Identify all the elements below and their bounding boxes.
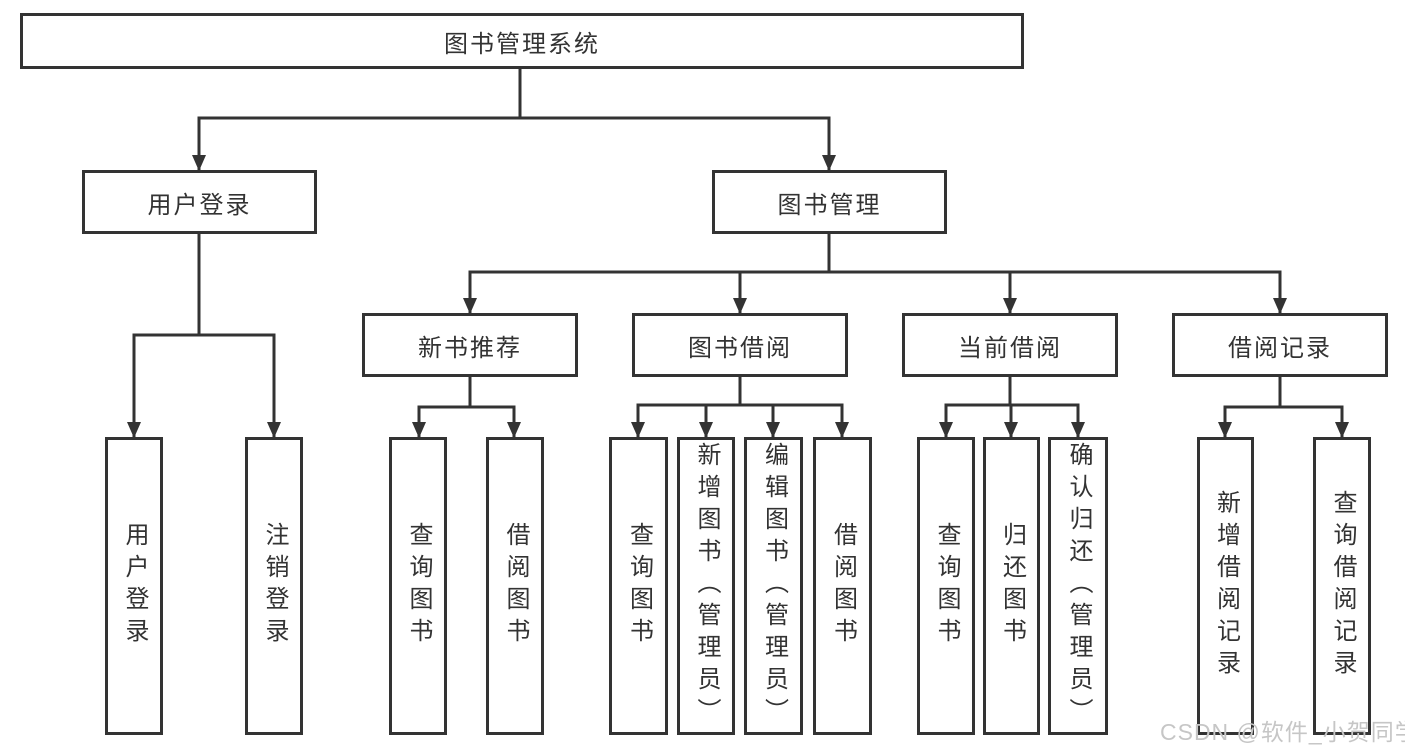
- leaf-query-books-1-label: 查询图书: [405, 522, 432, 650]
- leaf-logout-label: 注销登录: [261, 522, 288, 650]
- leaf-query-books-1: 查询图书: [389, 437, 447, 735]
- leaf-borrow-books-1: 借阅图书: [486, 437, 544, 735]
- leaf-add-books-admin: 新增图书（管理员）: [677, 437, 735, 735]
- node-book-mgmt: 图书管理: [712, 170, 947, 234]
- node-new-books-label: 新书推荐: [418, 334, 522, 362]
- leaf-query-books-2: 查询图书: [609, 437, 668, 735]
- watermark: CSDN @软件_小贺同学: [1160, 719, 1405, 745]
- leaf-borrow-books-2: 借阅图书: [813, 437, 872, 735]
- leaf-return-books-label: 归还图书: [998, 522, 1026, 650]
- node-root-label: 图书管理系统: [444, 30, 600, 58]
- leaf-add-borrow-record: 新增借阅记录: [1197, 437, 1254, 735]
- node-current-borrow: 当前借阅: [902, 313, 1118, 377]
- node-book-mgmt-label: 图书管理: [777, 191, 882, 219]
- leaf-user-login: 用户登录: [105, 437, 163, 735]
- leaf-query-books-3-label: 查询图书: [933, 522, 960, 650]
- leaf-confirm-return-admin-label: 确认归还（管理员）: [1065, 442, 1092, 730]
- node-root: 图书管理系统: [20, 13, 1024, 69]
- node-current-borrow-label: 当前借阅: [958, 334, 1062, 362]
- leaf-query-books-2-label: 查询图书: [625, 522, 653, 650]
- node-book-borrow-label: 图书借阅: [688, 334, 792, 362]
- leaf-query-borrow-record-label: 查询借阅记录: [1329, 490, 1356, 682]
- leaf-borrow-books-2-label: 借阅图书: [829, 522, 857, 650]
- leaf-user-login-label: 用户登录: [121, 522, 148, 650]
- node-user-login-label: 用户登录: [147, 191, 252, 219]
- node-book-borrow: 图书借阅: [632, 313, 848, 377]
- leaf-edit-books-admin: 编辑图书（管理员）: [744, 437, 803, 735]
- leaf-add-books-admin-label: 新增图书（管理员）: [693, 442, 720, 730]
- node-borrow-records: 借阅记录: [1172, 313, 1388, 377]
- leaf-query-books-3: 查询图书: [917, 437, 975, 735]
- node-borrow-records-label: 借阅记录: [1228, 334, 1332, 362]
- leaf-borrow-books-1-label: 借阅图书: [502, 522, 529, 650]
- leaf-add-borrow-record-label: 新增借阅记录: [1212, 490, 1240, 682]
- leaf-return-books: 归还图书: [983, 437, 1040, 735]
- leaf-logout: 注销登录: [245, 437, 303, 735]
- leaf-confirm-return-admin: 确认归还（管理员）: [1048, 437, 1108, 735]
- leaf-edit-books-admin-label: 编辑图书（管理员）: [760, 442, 788, 730]
- node-new-books: 新书推荐: [362, 313, 578, 377]
- node-user-login: 用户登录: [82, 170, 317, 234]
- leaf-query-borrow-record: 查询借阅记录: [1313, 437, 1371, 735]
